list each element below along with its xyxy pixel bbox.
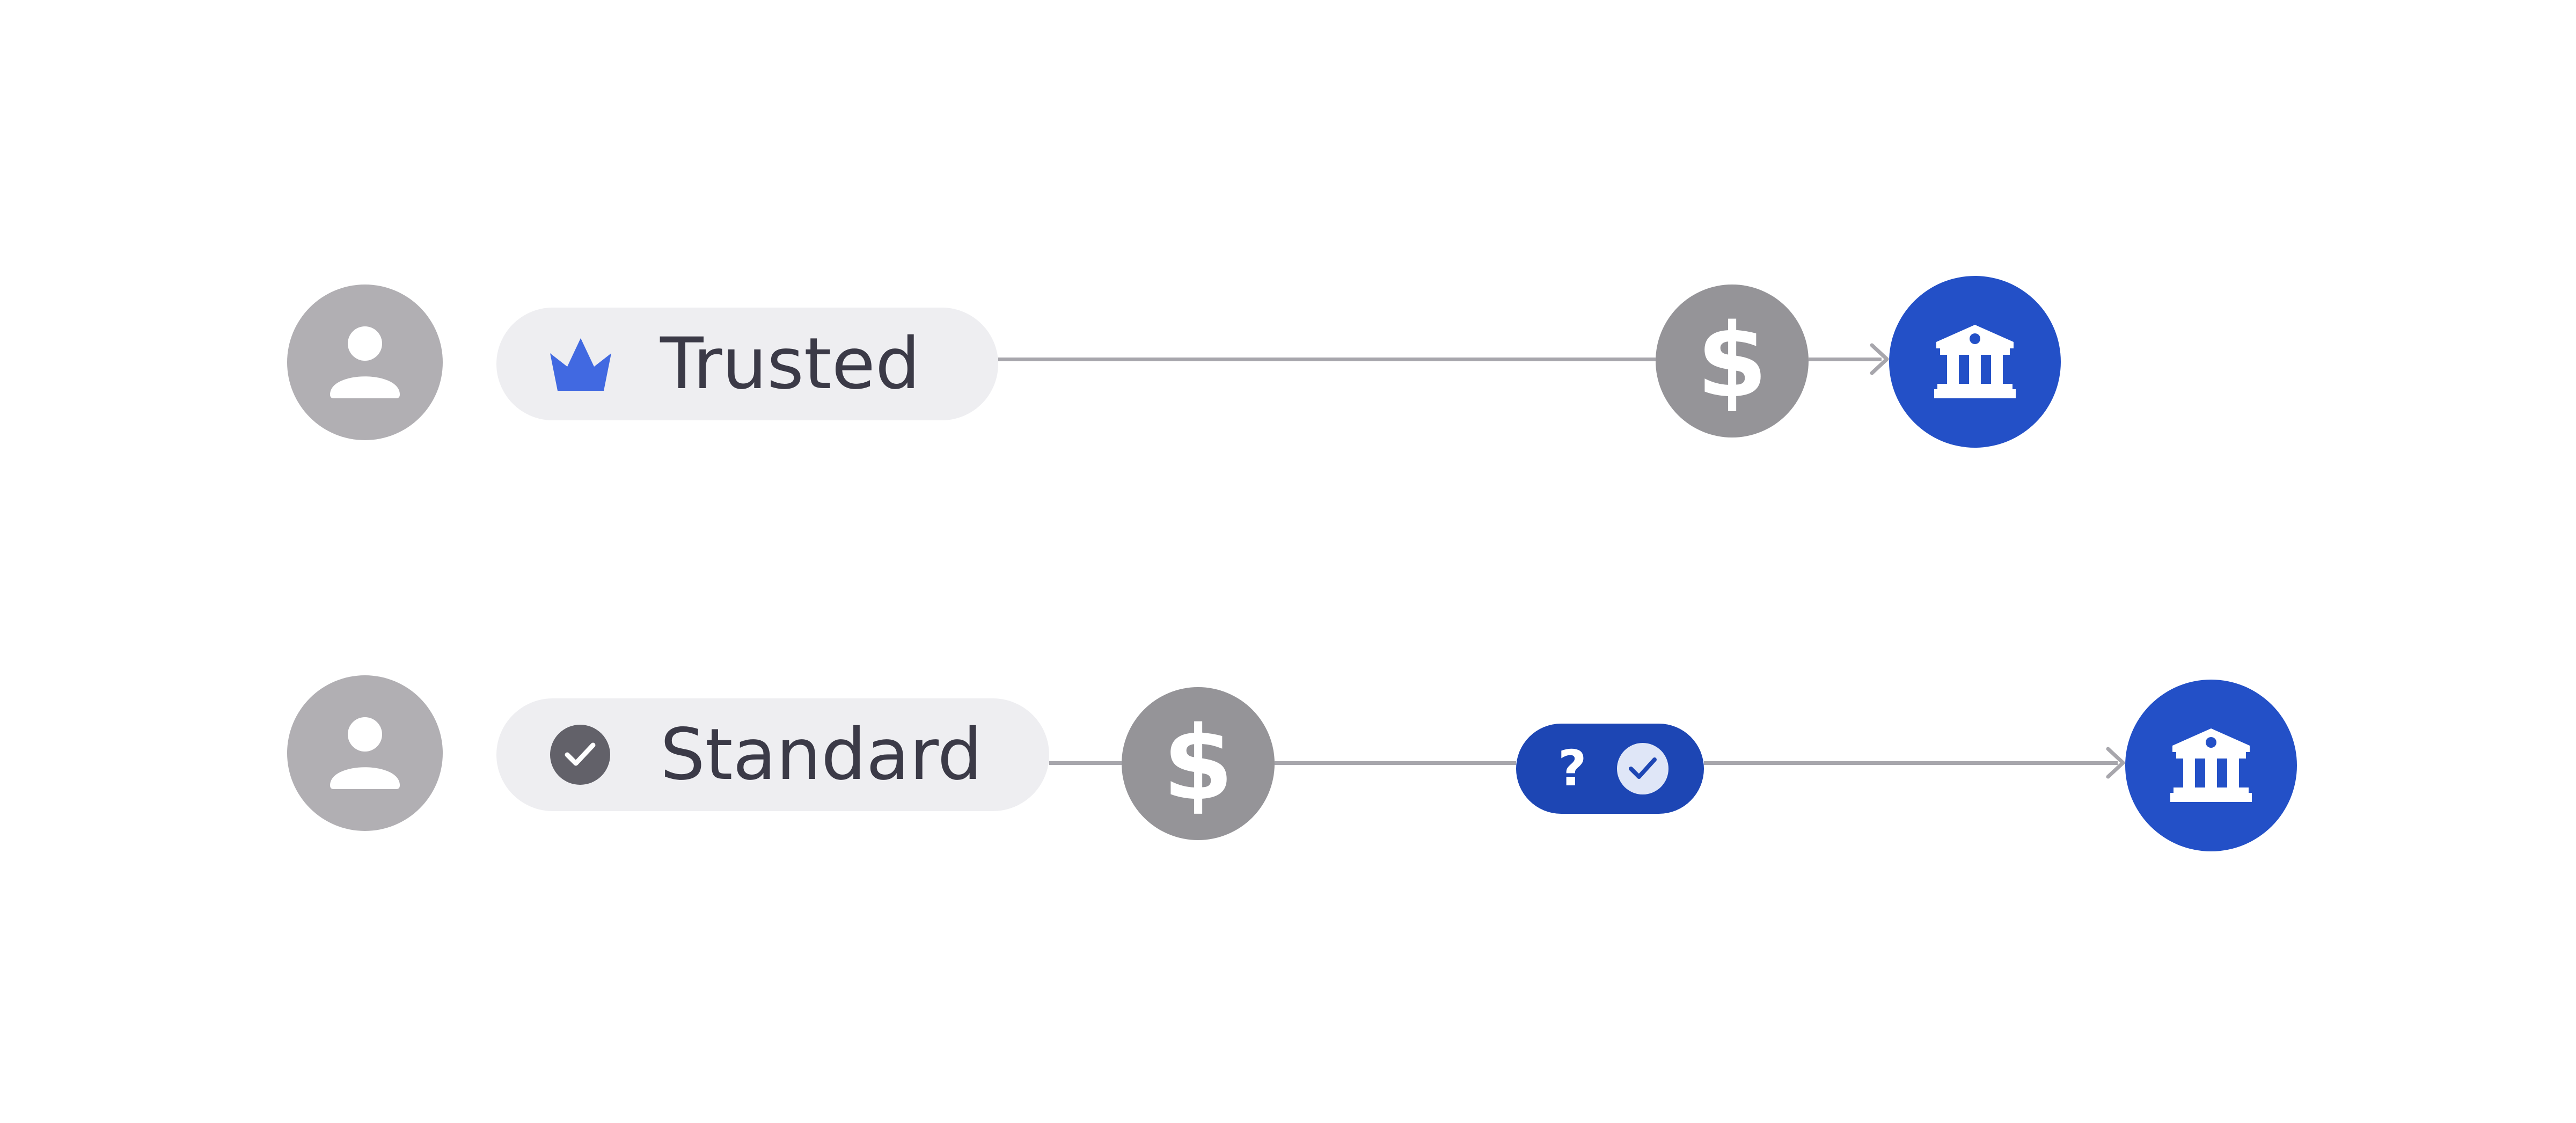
crown-icon [550, 338, 611, 391]
verification-check-icon: ? [1516, 724, 1704, 814]
arrow-head-icon [1870, 343, 1889, 375]
tier-pill-trusted: Trusted [496, 308, 998, 420]
connector-line [1275, 761, 1516, 765]
tier-label: Trusted [660, 323, 920, 405]
check-circle-icon [550, 725, 610, 785]
question-mark-icon: ? [1558, 740, 1587, 797]
dollar-symbol: $ [1696, 302, 1768, 420]
dollar-icon: $ [1122, 687, 1275, 840]
tier-label: Standard [660, 713, 983, 796]
user-avatar-icon [287, 285, 443, 440]
bank-icon [1889, 276, 2061, 448]
bank-icon [2125, 680, 2297, 851]
check-circle-icon [1617, 743, 1668, 794]
user-avatar-icon [287, 675, 443, 831]
connector-line [1704, 761, 2118, 765]
connector-line [1809, 358, 1882, 361]
arrow-head-icon [2106, 747, 2125, 779]
dollar-icon: $ [1656, 285, 1809, 437]
connector-line [1049, 761, 1122, 765]
connector-line [998, 358, 1656, 361]
dollar-symbol: $ [1162, 704, 1234, 823]
tier-pill-standard: Standard [496, 698, 1049, 811]
